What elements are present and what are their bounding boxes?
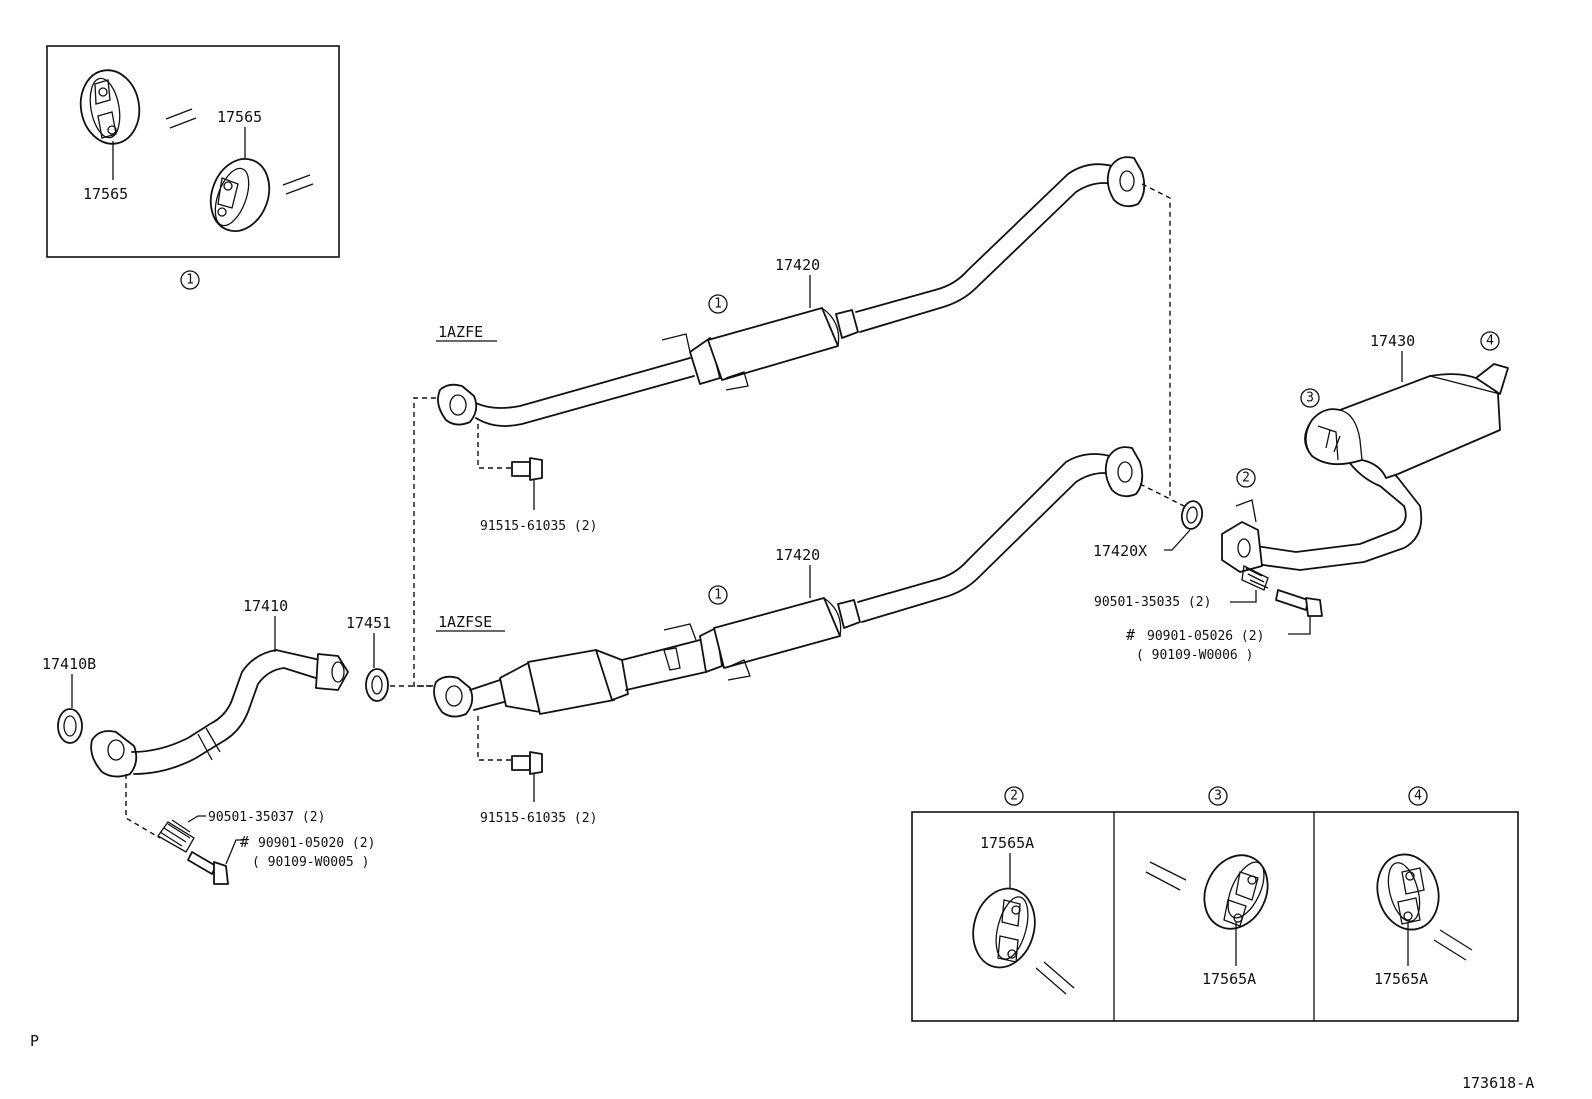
part-number-label: 17565A — [980, 834, 1034, 852]
rubber-hanger-icon — [972, 887, 1036, 969]
part-number-label: 17565 — [217, 108, 262, 126]
part-number-label: 91515-61035 (2) — [480, 519, 597, 534]
callout-number: 3 — [1306, 391, 1314, 406]
gasket-ring-icon — [1180, 500, 1204, 530]
hash-mark: # — [240, 833, 249, 851]
callout-number: 1 — [186, 273, 194, 288]
part-number-label: 17420X — [1093, 542, 1147, 560]
part-number-label: ( 90109-W0006 ) — [1136, 648, 1253, 663]
front-flange-bolt-icon — [187, 851, 229, 885]
callout-number: 1 — [714, 297, 722, 312]
callout-circle — [1236, 468, 1256, 488]
part-number-label: 17410B — [42, 655, 96, 673]
rubber-hanger-icon — [1376, 853, 1440, 931]
callout-circle — [1208, 786, 1228, 806]
callout-circle — [180, 270, 200, 290]
part-number-label: 90501-35035 (2) — [1094, 595, 1211, 610]
part-number-label: 90901-05026 (2) — [1147, 629, 1264, 644]
part-number-label: 17451 — [346, 614, 391, 632]
engine-variant-label: 1AZFE — [438, 323, 483, 341]
figure-code: 173618-A — [1462, 1074, 1534, 1092]
rubber-hanger-icon — [1203, 854, 1269, 930]
part-number-label: ( 90109-W0005 ) — [252, 855, 369, 870]
flange-bolt-icon — [511, 457, 543, 481]
part-number-label: 17410 — [243, 597, 288, 615]
center-exhaust-pipe-upper — [437, 156, 1146, 427]
flange-bolt-icon — [511, 751, 543, 775]
part-number-label: 17565A — [1374, 970, 1428, 988]
part-number-label: 17420 — [775, 546, 820, 564]
spring-coil-icon — [1241, 565, 1269, 591]
callout-number: 2 — [1242, 471, 1250, 486]
gasket-ring-icon — [365, 668, 389, 702]
hanger-inset-box-1: 17565 17565 — [46, 45, 340, 258]
callout-circle — [708, 294, 728, 314]
rubber-hanger-icon — [209, 158, 271, 232]
callout-number: 3 — [1214, 789, 1222, 804]
center-exhaust-pipe-lower — [433, 446, 1144, 718]
part-number-label: 90901-05020 (2) — [258, 836, 375, 851]
part-number-label: 17430 — [1370, 332, 1415, 350]
rear-flange-bolt-icon — [1275, 589, 1323, 617]
page-letter: P — [30, 1032, 39, 1050]
tail-pipe-muffler — [1221, 363, 1509, 573]
callout-circle — [708, 585, 728, 605]
callout-number: 4 — [1486, 334, 1494, 349]
callout-circle — [1480, 331, 1500, 351]
gasket-ring-icon — [57, 708, 83, 744]
callout-number: 4 — [1414, 789, 1422, 804]
callout-circle — [1004, 786, 1024, 806]
part-number-label: 17420 — [775, 256, 820, 274]
front-exhaust-pipe — [90, 649, 349, 778]
rubber-hanger-icon — [79, 69, 141, 145]
part-number-label: 91515-61035 (2) — [480, 811, 597, 826]
engine-variant-label: 1AZFSE — [438, 613, 492, 631]
part-number-label: 90501-35037 (2) — [208, 810, 325, 825]
hash-mark: # — [1126, 626, 1135, 644]
callout-number: 2 — [1010, 789, 1018, 804]
callout-circle — [1408, 786, 1428, 806]
callout-number: 1 — [714, 588, 722, 603]
part-number-label: 17565 — [83, 185, 128, 203]
hanger-inset-boxes: 17565A 17565A — [911, 811, 1519, 1022]
spring-coil-icon — [157, 819, 195, 853]
part-number-label: 17565A — [1202, 970, 1256, 988]
callout-circle — [1300, 388, 1320, 408]
